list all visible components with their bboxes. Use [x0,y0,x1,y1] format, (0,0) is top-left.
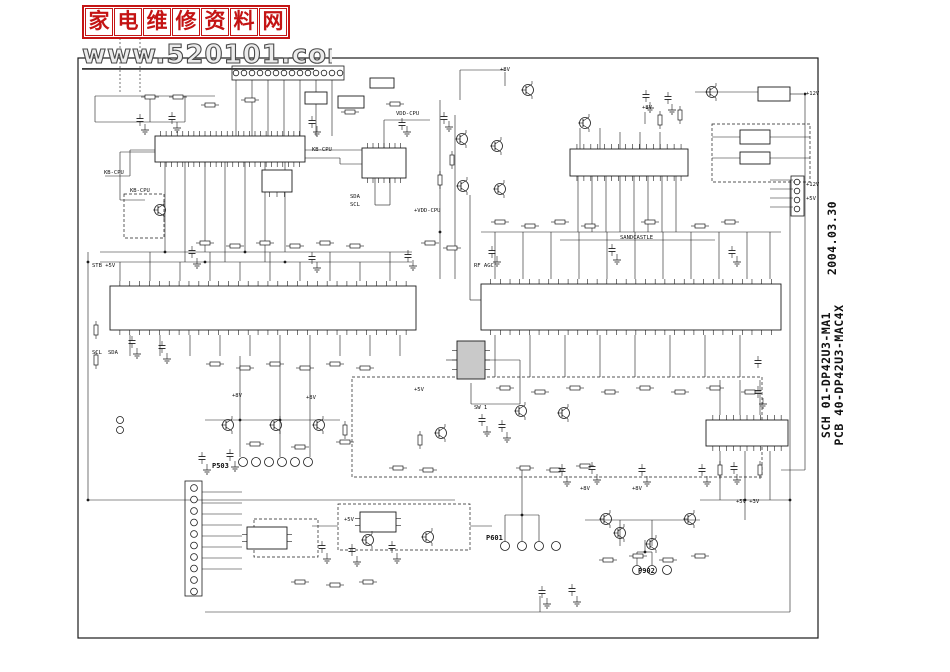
svg-text:SDA: SDA [350,194,361,200]
watermark-url: www.520101.com [82,40,332,70]
side-label-date: 2004.03.30 [825,201,839,275]
side-label-sch: SCH 01-DP42U3-MA1 [819,312,833,438]
svg-text:SANDCASTLE: SANDCASTLE [620,235,653,241]
svg-text:STB +5V: STB +5V [92,263,116,269]
watermark-char: 维 [143,8,171,36]
svg-text:P902: P902 [638,567,655,575]
svg-text:+5V: +5V [344,517,355,523]
svg-text:+VDD-CPU: +VDD-CPU [414,208,441,214]
svg-text:+8V: +8V [580,486,591,492]
watermark-char: 家 [85,8,113,36]
svg-text:KB-CPU: KB-CPU [104,170,124,176]
svg-text:+5V: +5V [806,196,817,202]
svg-text:+5V +3V: +5V +3V [736,499,760,505]
watermark-underline [82,68,314,70]
watermark-char: 料 [230,8,258,36]
side-label-pcb: PCB 40-DP42U3-MAC4X [832,304,846,445]
svg-text:+12V: +12V [806,182,820,188]
watermark-title: 家 电 维 修 资 料 网 [82,5,290,39]
svg-text:KB-CPU: KB-CPU [130,188,150,194]
svg-text:+5V: +5V [414,387,425,393]
svg-text:+12V: +12V [806,91,820,97]
watermark-char: 修 [172,8,200,36]
svg-text:SW 1: SW 1 [474,405,487,411]
watermark-char: 网 [259,8,287,36]
svg-text:+8V: +8V [306,395,317,401]
svg-text:VDD-CPU: VDD-CPU [396,111,419,117]
svg-text:+8V: +8V [500,67,511,73]
svg-text:+8V: +8V [642,105,653,111]
svg-text:RF AGC: RF AGC [474,263,494,269]
watermark-url-block: www.520101.com [82,40,332,71]
svg-text:+8V: +8V [632,486,643,492]
svg-text:SCL: SCL [350,202,361,208]
svg-text:P503: P503 [212,462,229,470]
watermark-char: 资 [201,8,229,36]
svg-text:SCL: SCL [92,350,103,356]
svg-text:KB-CPU: KB-CPU [312,147,332,153]
svg-text:P601: P601 [486,534,503,542]
svg-text:+8V: +8V [232,393,243,399]
watermark: 家 电 维 修 资 料 网 www.520101.com [82,5,332,72]
svg-text:SDA: SDA [108,350,119,356]
watermark-char: 电 [114,8,142,36]
